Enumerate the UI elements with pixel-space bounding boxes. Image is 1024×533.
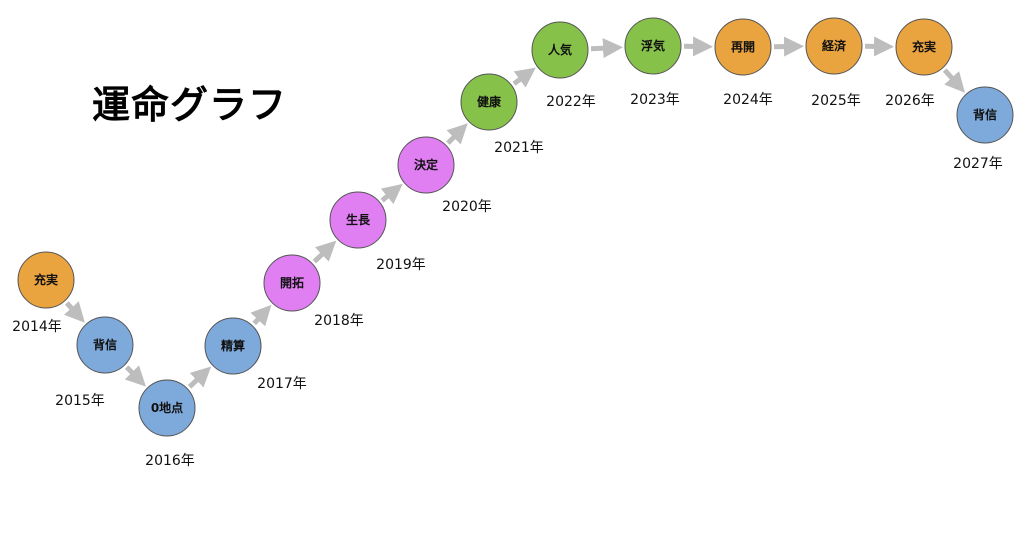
node-circle bbox=[138, 379, 196, 437]
timeline-node: 背信 2015年 bbox=[55, 316, 134, 409]
node-label: 人気 bbox=[548, 42, 572, 57]
node-circle bbox=[263, 254, 321, 312]
timeline-node: 0地点 2016年 bbox=[138, 379, 196, 469]
timeline-node: 経済 2025年 bbox=[805, 17, 863, 109]
node-label: 決定 bbox=[414, 157, 438, 172]
page-title: 運命グラフ bbox=[92, 83, 288, 127]
node-circle bbox=[956, 86, 1014, 144]
year-label: 2018年 bbox=[314, 313, 364, 329]
year-label: 2016年 bbox=[145, 453, 195, 469]
node-label: 充実 bbox=[34, 272, 58, 287]
timeline-node: 再開 2024年 bbox=[714, 18, 773, 108]
node-circle bbox=[714, 18, 772, 76]
node-circle bbox=[397, 136, 455, 194]
year-label: 2026年 bbox=[885, 93, 935, 109]
connector-arrow bbox=[512, 67, 536, 88]
year-label: 2027年 bbox=[953, 156, 1003, 172]
node-label: 背信 bbox=[973, 107, 997, 122]
year-label: 2024年 bbox=[723, 92, 773, 108]
node-circle bbox=[204, 317, 262, 375]
year-label: 2020年 bbox=[442, 199, 492, 215]
timeline-node: 決定 2020年 bbox=[397, 136, 492, 215]
year-label: 2021年 bbox=[494, 140, 544, 156]
connector-arrow bbox=[380, 183, 403, 205]
node-label: 健康 bbox=[477, 94, 502, 109]
node-circle bbox=[531, 21, 589, 79]
connector-arrow bbox=[124, 365, 146, 387]
connector-arrow bbox=[63, 301, 85, 323]
node-circle bbox=[76, 316, 134, 374]
connector-arrows bbox=[63, 36, 966, 389]
year-label: 2025年 bbox=[811, 93, 861, 109]
node-circle bbox=[624, 17, 682, 75]
timeline-node: 浮気 2023年 bbox=[624, 17, 682, 108]
node-circle bbox=[805, 17, 863, 75]
node-label: 精算 bbox=[221, 338, 245, 353]
timeline-node: 背信 2027年 bbox=[953, 86, 1014, 172]
timeline-node: 健康 2021年 bbox=[460, 73, 544, 156]
connector-arrow bbox=[187, 366, 212, 389]
year-label: 2015年 bbox=[55, 393, 105, 409]
node-label: 背信 bbox=[93, 337, 117, 352]
year-label: 2022年 bbox=[546, 94, 596, 110]
year-label: 2023年 bbox=[630, 92, 680, 108]
node-label: 充実 bbox=[912, 39, 936, 54]
node-circle bbox=[895, 18, 953, 76]
connector-arrow bbox=[590, 38, 623, 59]
node-label: 経済 bbox=[822, 38, 847, 53]
timeline-node: 充実 2026年 bbox=[885, 18, 953, 109]
node-label: 0地点 bbox=[151, 400, 183, 415]
year-label: 2017年 bbox=[257, 376, 307, 392]
connector-arrow bbox=[250, 304, 272, 327]
connector-arrow bbox=[312, 240, 337, 264]
node-label: 再開 bbox=[731, 40, 755, 54]
connector-arrow bbox=[942, 68, 966, 93]
connector-arrow bbox=[446, 123, 468, 145]
timeline-node: 開拓 2018年 bbox=[263, 254, 364, 329]
year-label: 2014年 bbox=[12, 319, 62, 335]
timeline-node: 生長 2019年 bbox=[329, 191, 426, 273]
timeline-node: 充実 2014年 bbox=[12, 251, 75, 335]
year-label: 2019年 bbox=[376, 257, 426, 273]
node-circle bbox=[329, 191, 387, 249]
node-label: 浮気 bbox=[641, 38, 665, 53]
node-label: 開拓 bbox=[280, 275, 304, 290]
node-circle bbox=[460, 73, 518, 131]
node-label: 生長 bbox=[346, 212, 371, 227]
timeline-node: 人気 2022年 bbox=[531, 21, 596, 110]
node-circle bbox=[17, 251, 75, 309]
timeline-node: 精算 2017年 bbox=[204, 317, 307, 392]
